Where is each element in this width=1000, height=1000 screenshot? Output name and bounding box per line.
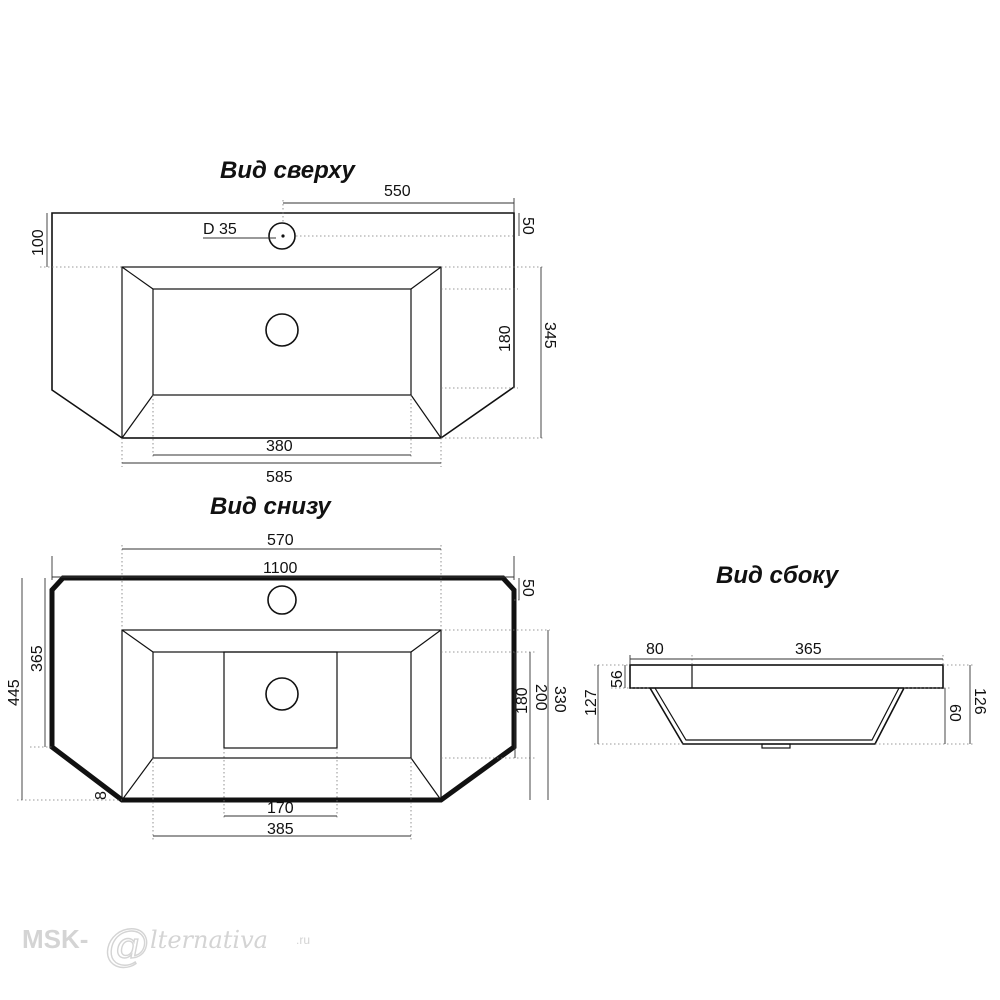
side-view-bowl — [649, 687, 905, 745]
bottom-view-mount-plate — [223, 651, 338, 749]
watermark-brand: MSK- — [22, 924, 88, 954]
top-view-title: Вид сверху — [220, 157, 357, 184]
dim-385: 385 — [267, 821, 294, 838]
side-view-title: Вид сбоку — [716, 562, 840, 589]
top-view-bowl-rim — [121, 266, 442, 439]
dim-60: 60 — [946, 704, 963, 722]
dim-365-bottom: 365 — [29, 645, 46, 672]
dim-445: 445 — [6, 679, 23, 706]
top-view-drain — [265, 313, 299, 347]
top-view-bevel — [410, 266, 442, 290]
dim-570: 570 — [267, 532, 294, 549]
dim-d35: D 35 — [203, 221, 237, 238]
dim-126: 126 — [971, 688, 988, 715]
side-view-bowl-inner — [654, 687, 900, 741]
dim-100: 100 — [30, 229, 47, 256]
top-view-outline — [51, 212, 515, 439]
bottom-view-bowl-bottom — [152, 651, 412, 759]
watermark-domain: .ru — [296, 933, 310, 947]
dim-550: 550 — [384, 183, 411, 200]
watermark-logo: MSK- @ lternativa .ru — [22, 919, 310, 971]
bottom-view-outline — [49, 575, 517, 803]
dim-50-top: 50 — [519, 217, 536, 235]
dim-330: 330 — [551, 686, 568, 713]
dim-365-side: 365 — [795, 641, 822, 658]
top-view-bevel — [121, 266, 154, 290]
bottom-view-faucet-hole — [267, 585, 297, 615]
dim-8: 8 — [93, 791, 110, 800]
dim-200: 200 — [532, 684, 549, 711]
top-view-bevel — [121, 394, 154, 439]
side-view-slab — [629, 664, 944, 689]
dim-127: 127 — [583, 689, 600, 716]
top-view-bevel — [410, 394, 442, 439]
bottom-view-title: Вид снизу — [210, 493, 332, 520]
dim-56: 56 — [609, 670, 626, 688]
dim-50-bottom: 50 — [519, 579, 536, 597]
bottom-view: Вид снизу — [6, 493, 568, 840]
dim-180-bottom: 180 — [514, 687, 531, 714]
dim-80: 80 — [646, 641, 664, 658]
dim-170: 170 — [267, 800, 294, 817]
watermark-at-icon: @ — [105, 920, 149, 971]
dim-585: 585 — [266, 469, 293, 486]
dim-380: 380 — [266, 438, 293, 455]
top-view: Вид сверху — [30, 157, 558, 486]
side-view: Вид сбоку 80 365 56 127 60 126 — [583, 562, 988, 749]
bottom-view-bowl-rim — [121, 629, 442, 801]
top-view-faucet-hole — [268, 222, 296, 250]
watermark-tail: lternativa — [150, 926, 268, 954]
top-view-bowl-bottom — [152, 288, 412, 396]
side-view-drain — [761, 743, 791, 749]
dim-1100: 1100 — [263, 560, 298, 577]
top-view-faucet-center — [281, 234, 285, 238]
bottom-view-drain — [265, 677, 299, 711]
dim-345: 345 — [541, 322, 558, 349]
dim-180-top: 180 — [497, 325, 514, 352]
